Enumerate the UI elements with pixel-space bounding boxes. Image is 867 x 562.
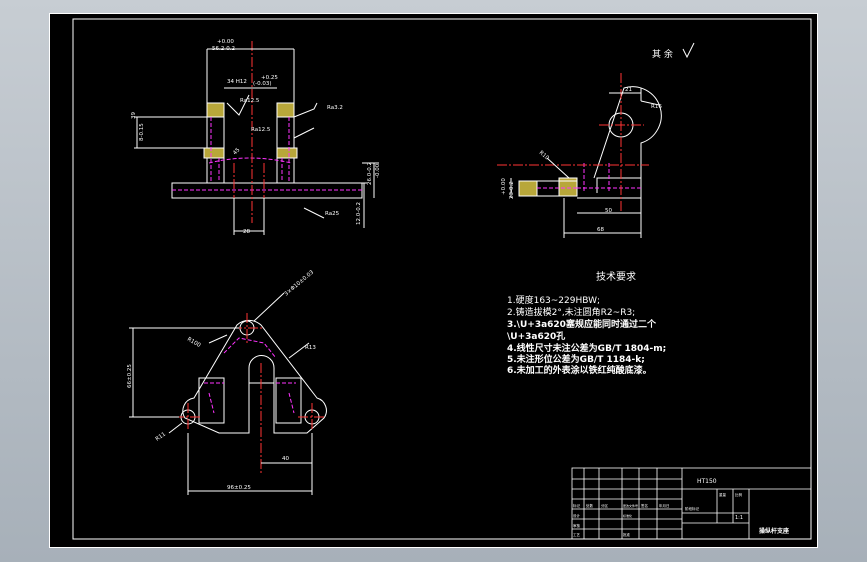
title-cell-mark: 标记 [573,503,581,508]
side-dim-left: +0.00 [501,178,507,195]
front-dim-right-2: -0.00 [375,163,381,178]
tech-line-1: 1.硬度163~229HBW; [507,294,600,306]
title-cell-standard: 标准化 [623,513,632,518]
plan-dim-r-outer: R100 [186,337,202,350]
plan-left-lug [198,377,225,424]
title-cell-design: 设计 [573,513,581,518]
plan-dim-r-small: R11 [155,432,167,443]
inner-border [72,18,812,540]
plan-dim-h: 66±0.25 [127,364,133,388]
title-scale: 1:1 [735,515,743,521]
side-lug [593,86,662,179]
title-cell-ratio: 比例 [735,492,743,497]
front-dim-left: 8-0.15 [139,123,145,141]
front-dim-side: 39 [131,112,137,119]
front-dim-top: 56.2-0.2 [212,46,235,52]
side-dim-top: 21 [625,87,632,93]
cad-drawing-canvas: +0.00 56.2-0.2 +0.25 (-0.03) 34 H12 Ra12… [49,13,818,548]
front-dim-slot-tol2: (-0.03) [253,81,272,87]
front-roughness-2: Ra12.5 [251,127,271,133]
tech-line-6: 5.未注形位公差为GB/T 1184-k; [507,353,645,365]
title-part-name: 操纵杆支座 [759,527,789,535]
title-material: HT150 [697,478,717,485]
front-view [134,41,379,235]
sheet-border [49,13,818,548]
plan-dim-slot: 40 [282,456,289,462]
tech-line-2: 2.铸造拔模2°,未注圆角R2~R3; [507,306,635,318]
side-dim-left-2: 23-0.2 [509,181,515,199]
drawing-sheet: +0.00 56.2-0.2 +0.25 (-0.03) 34 H12 Ra12… [49,13,818,548]
title-cell-review: 审核 [573,523,581,528]
title-cell-weight: 重量 [719,492,727,497]
front-dim-bottom: 28 [243,229,250,235]
plan-hole-callout: 3×Φ10±0.03 [283,269,315,297]
title-cell-sign: 签名 [641,503,648,508]
front-dim-right-3: 12.0-0.2 [356,202,362,225]
side-dim-bottom: 68 [597,227,604,233]
title-cell-count: 处数 [586,503,594,508]
front-base-plate [171,182,363,199]
title-cell-process: 工艺 [573,532,581,537]
front-view-labels: +0.00 56.2-0.2 +0.25 (-0.03) 34 H12 Ra12… [131,39,381,235]
side-view [497,73,662,238]
front-dim-top-tol: +0.00 [217,39,234,45]
tech-line-5: 4.线性尺寸未注公差为GB/T 1804-m; [507,342,666,354]
tech-title: 技术要求 [596,270,636,283]
title-cell-stage: 阶段标记 [685,506,699,511]
title-block [571,467,812,540]
plan-dim-r-hole: R13 [305,345,316,351]
plan-right-lug [275,377,302,424]
title-cell-change: 更改文件号 [623,503,638,508]
tech-line-3: 3.\U+3a620塞规应能同时通过二个 [507,318,657,330]
side-view-labels: 21 R16 R10 +0.00 23-0.2 50 68 [501,87,662,233]
plan-view-labels: 3×Φ10±0.03 R100 66±0.25 R13 R11 40 96±0.… [127,269,316,491]
title-cell-zone: 分区 [601,503,609,508]
roughness-note: 其 余 [652,48,673,60]
front-dim-right-1: 26.0-0.2 [367,162,373,185]
front-angle: 45 [232,147,242,157]
plan-dim-width: 96±0.25 [227,485,251,491]
roughness-check-icon [682,42,695,59]
tech-line-4: \U+3a620孔 [507,330,565,342]
plan-outline [182,319,327,434]
front-roughness-4: Ra25 [325,211,340,217]
side-dim-r-small: R10 [538,150,551,162]
side-dim-radius: R16 [651,104,662,110]
title-cell-date: 年月日 [659,503,670,508]
front-roughness-1: Ra12.5 [240,98,260,104]
title-cell-approve: 批准 [623,532,631,537]
side-dim-mid: 50 [605,208,612,214]
technical-requirements: 技术要求 1.硬度163~229HBW; 2.铸造拔模2°,未注圆角R2~R3;… [507,270,666,376]
tech-line-7: 6.未加工的外表涂以铁红纯酸底漆。 [507,364,652,376]
front-roughness-3: Ra3.2 [327,105,343,111]
front-dim-slot-tol: +0.25 [261,75,278,81]
title-block-text: HT150 操纵杆支座 1:1 标记 处数 分区 更改文件号 签名 年月日 设计… [573,478,789,537]
front-dim-slot: 34 H12 [227,79,247,85]
plan-view [129,292,327,495]
